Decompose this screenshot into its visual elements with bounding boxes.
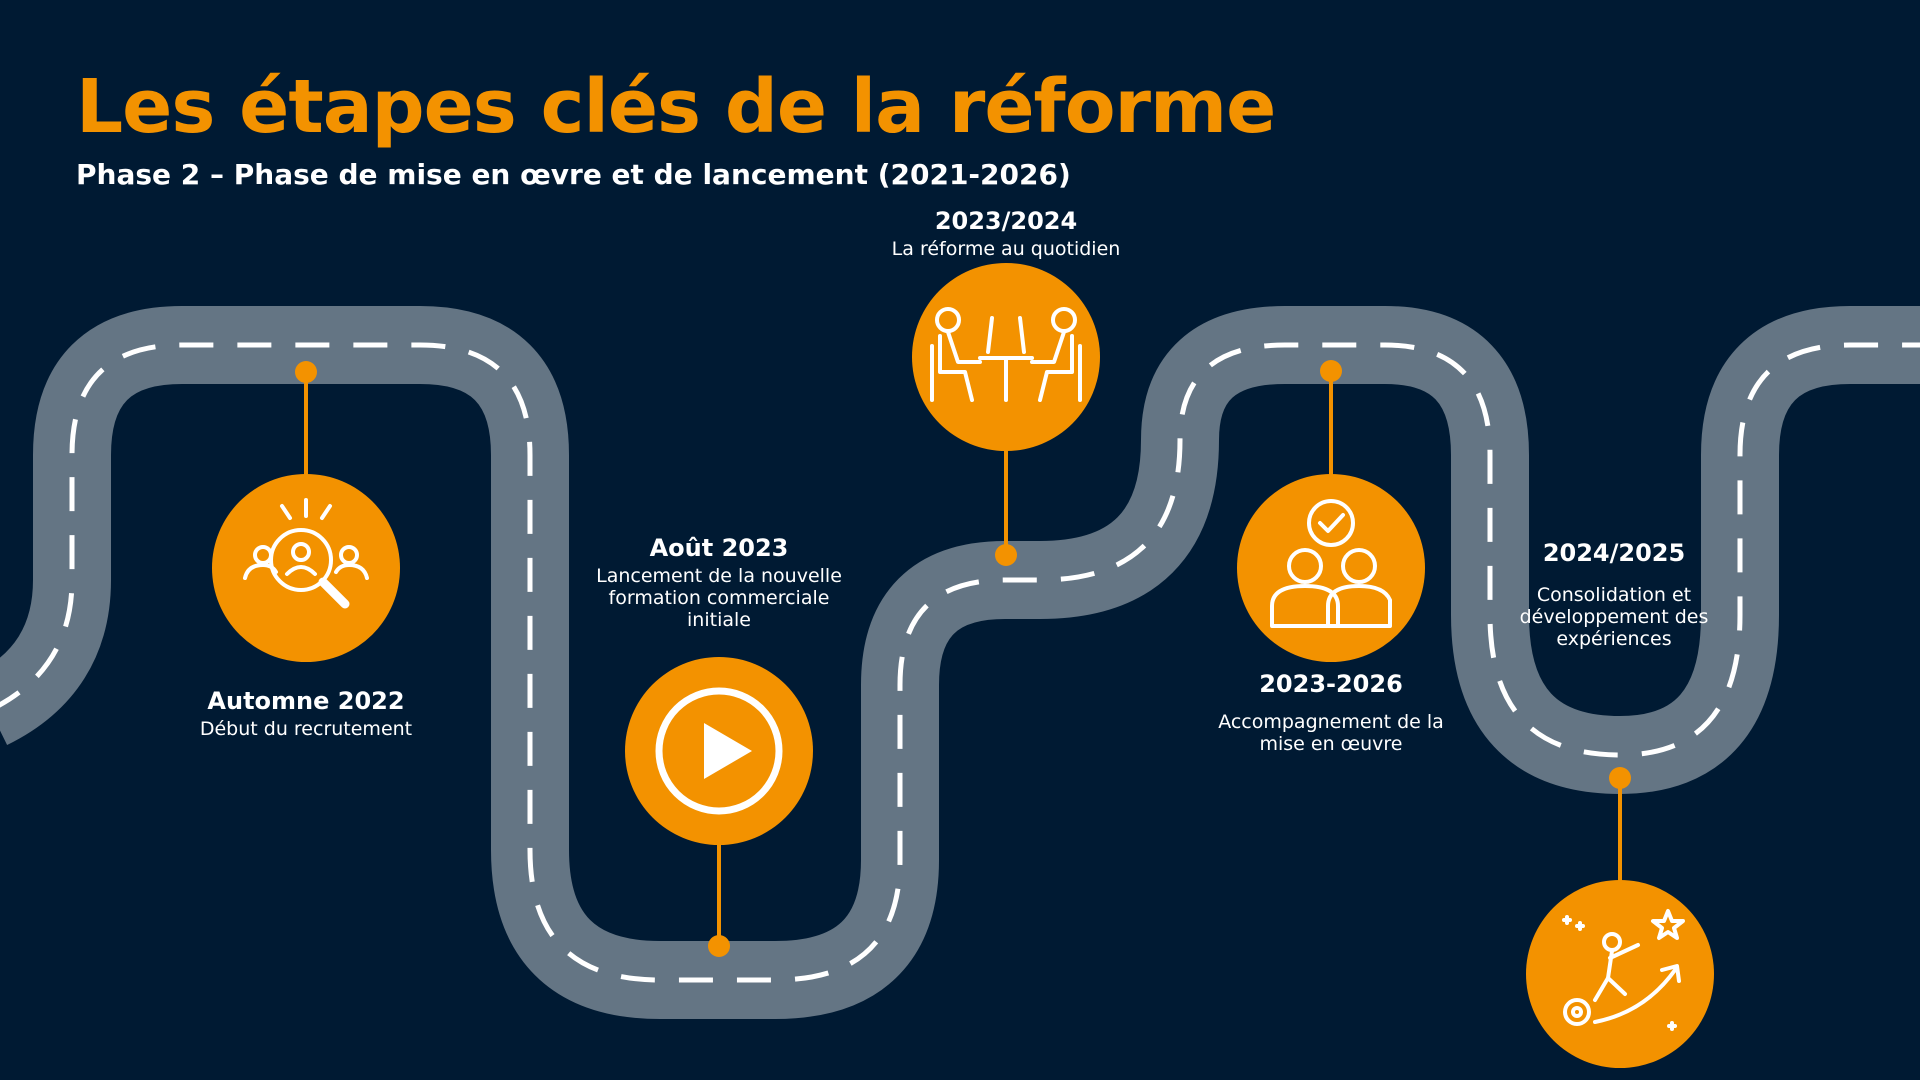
milestone-3-label: 2023/2024 La réforme au quotidien <box>846 206 1166 260</box>
milestone-5-description: Consolidation et développement des expér… <box>1519 584 1709 650</box>
recruitment-search-icon <box>243 498 369 609</box>
milestone-1-label: Automne 2022 Début du recrutement <box>146 686 466 740</box>
page-subtitle: Phase 2 – Phase de mise en œvre et de la… <box>76 158 1071 191</box>
milestone-5-road-dot <box>1609 767 1631 789</box>
milestone-5-date: 2024/2025 <box>1542 539 1686 567</box>
milestone-2 <box>625 657 813 957</box>
milestone-2-date: Août 2023 <box>649 534 789 562</box>
milestone-5-circle <box>1526 880 1714 1068</box>
milestone-4-description: Accompagnement de la mise en œuvre <box>1218 711 1444 755</box>
milestone-1-description: Début du recrutement <box>199 718 413 740</box>
milestone-4-road-dot <box>1320 360 1342 382</box>
milestone-2-label: Août 2023 Lancement de la nouvelle forma… <box>584 533 854 631</box>
team-check-icon <box>1270 499 1392 628</box>
milestone-3-road-dot <box>995 544 1017 566</box>
milestone-5 <box>1526 767 1714 1068</box>
milestone-4-label: 2023-2026 Accompagnement de la mise en œ… <box>1201 669 1461 755</box>
milestone-3 <box>912 263 1100 566</box>
meeting-icon <box>930 307 1082 402</box>
milestone-1-date: Automne 2022 <box>207 687 405 715</box>
milestone-4-circle <box>1237 474 1425 662</box>
page-title: Les étapes clés de la réforme <box>76 64 1276 150</box>
road-center-marking <box>0 342 1920 983</box>
milestone-4 <box>1237 360 1425 662</box>
milestone-1-road-dot <box>295 361 317 383</box>
milestone-2-description: Lancement de la nouvelle formation comme… <box>596 565 842 631</box>
milestone-3-description: La réforme au quotidien <box>891 238 1121 260</box>
milestone-5-label: 2024/2025 Consolidation et développement… <box>1519 538 1709 650</box>
milestone-2-road-dot <box>708 935 730 957</box>
milestone-3-date: 2023/2024 <box>934 207 1078 235</box>
milestone-1 <box>212 361 400 662</box>
play-icon <box>655 687 783 815</box>
milestone-4-date: 2023-2026 <box>1259 670 1403 698</box>
growth-climb-icon <box>1562 909 1685 1031</box>
